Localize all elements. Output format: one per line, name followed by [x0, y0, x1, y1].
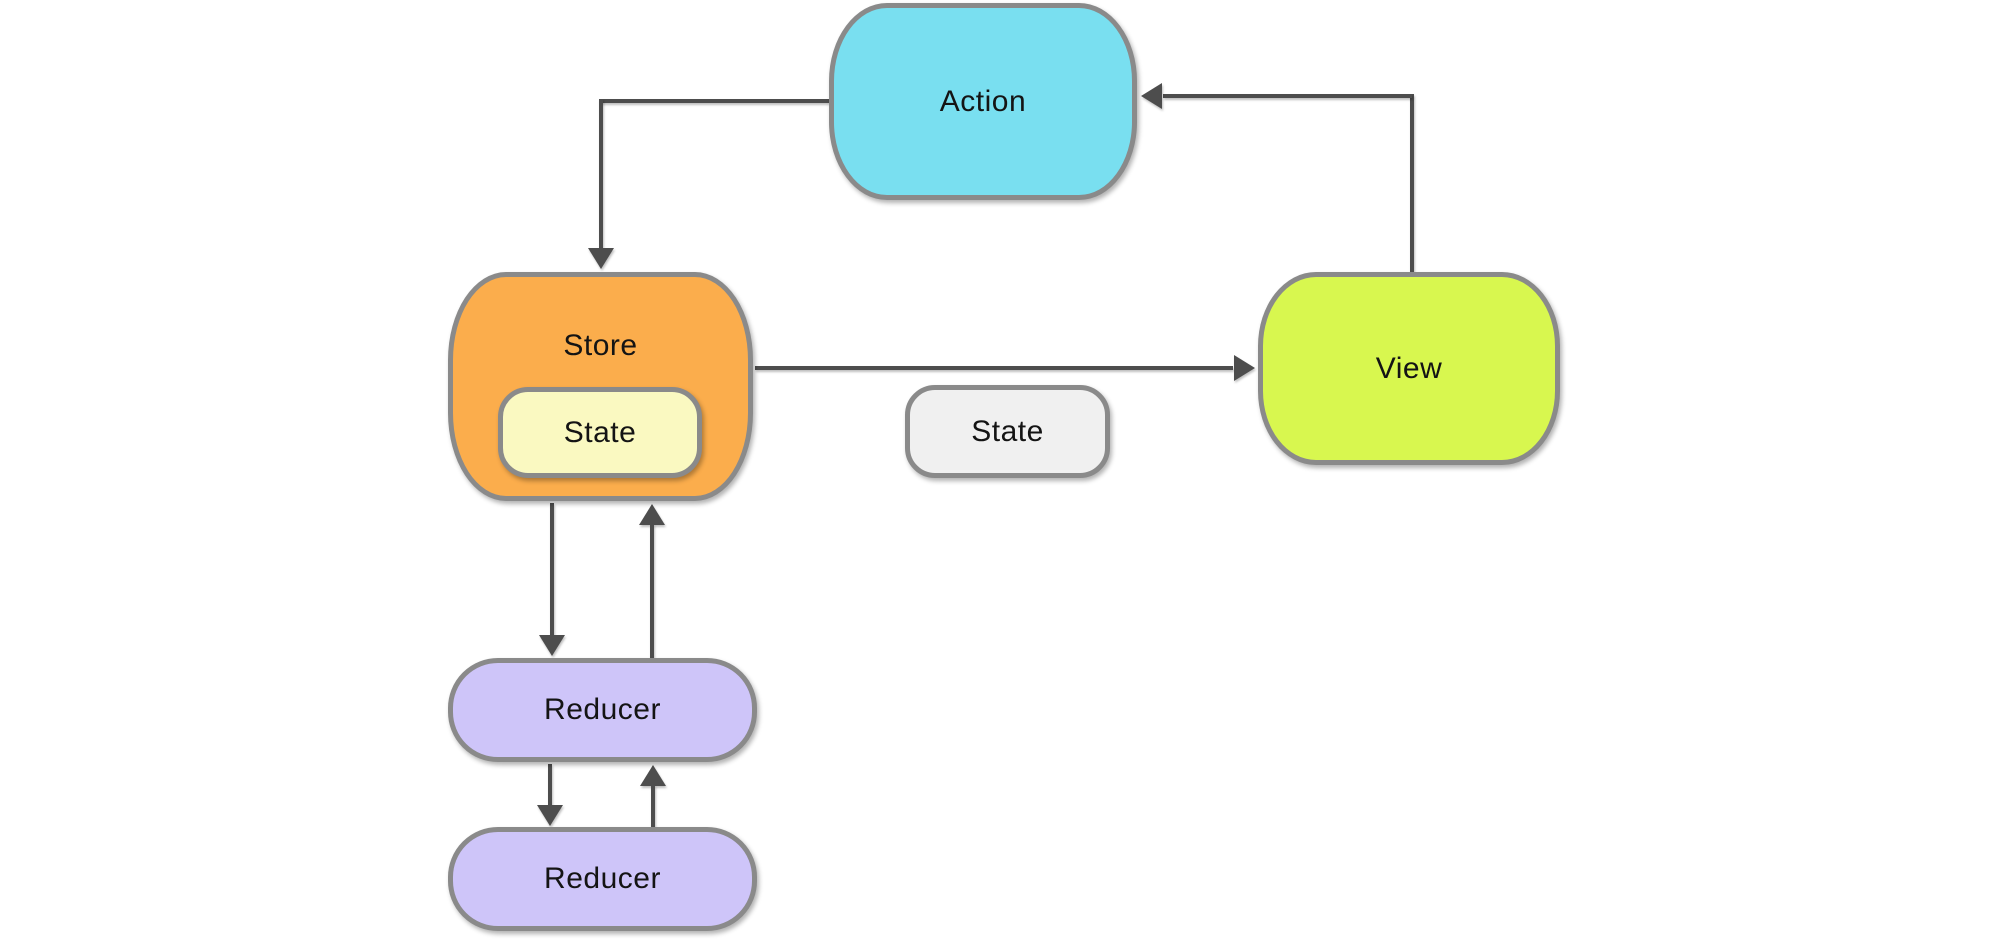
reducer-bottom-label: Reducer — [544, 862, 661, 895]
store-label: Store — [563, 329, 638, 362]
arrow-action-to-store-horizontal — [601, 99, 829, 103]
view-node: View — [1258, 272, 1560, 465]
arrow-store-to-view-horizontal — [755, 366, 1233, 370]
arrow-action-to-store-vertical — [599, 99, 603, 249]
arrow-view-to-action-horizontal — [1163, 94, 1412, 98]
view-label: View — [1375, 351, 1443, 385]
arrow-store-to-view-arrowhead-icon — [1234, 355, 1255, 381]
arrow-reducer-to-store-vertical — [650, 524, 654, 658]
arrow-reducer-to-store-arrowhead-icon — [639, 504, 665, 525]
store-state-label: State — [563, 415, 637, 449]
reducer-bottom-node: Reducer — [448, 827, 757, 931]
arrow-action-to-store-arrowhead-icon — [588, 248, 614, 269]
action-node: Action — [829, 3, 1137, 200]
arrow-reducer-to-reducer-down-arrowhead-icon — [537, 805, 563, 826]
arrow-reducer-to-reducer-up-arrowhead-icon — [640, 765, 666, 786]
arrow-view-to-action-arrowhead-icon — [1141, 83, 1162, 109]
arrow-store-to-reducer-vertical — [550, 503, 554, 636]
reducer-top-label: Reducer — [544, 693, 661, 726]
state-label: State — [971, 414, 1044, 448]
arrow-reducer-to-reducer-down-vertical — [548, 764, 552, 806]
arrow-store-to-reducer-arrowhead-icon — [539, 635, 565, 656]
action-label: Action — [939, 84, 1027, 118]
arrow-reducer-to-reducer-up-vertical — [651, 785, 655, 827]
reducer-top-node: Reducer — [448, 658, 757, 762]
store-state-node: State — [498, 387, 702, 478]
state-node: State — [905, 385, 1110, 478]
arrow-view-to-action-vertical — [1410, 94, 1414, 272]
